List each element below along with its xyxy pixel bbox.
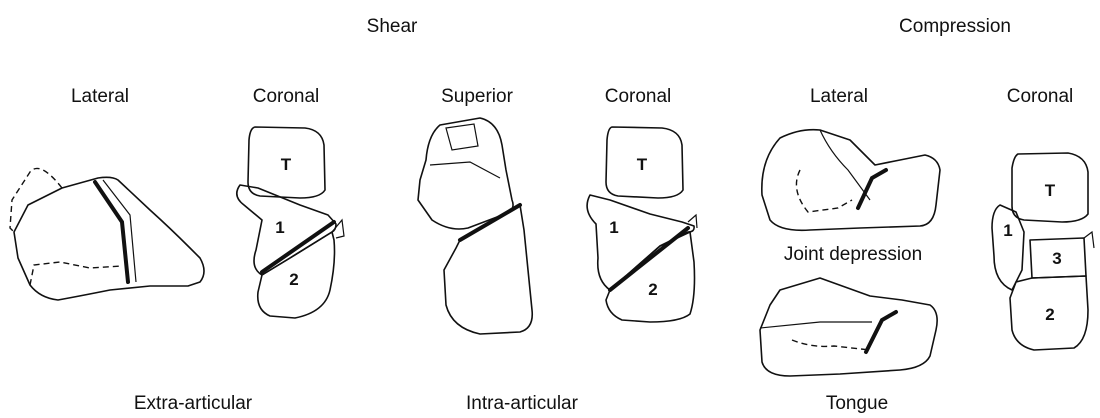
intra-fragment-1-label: 1 [609,218,618,237]
intra-coronal-label: Coronal [605,86,672,107]
shear-title: Shear [367,16,418,37]
extra-articular-coronal-figure: T 1 2 [237,127,344,318]
tongue-label: Tongue [826,393,888,414]
intra-articular-label: Intra-articular [466,393,579,414]
extra-lateral-label: Lateral [71,86,129,107]
extra-articular-label: Extra-articular [134,393,253,414]
compression-tongue-figure [760,278,937,376]
extra-articular-lateral-figure [10,168,204,300]
extra-talus-label: T [281,155,292,174]
comp-coronal-label: Coronal [1007,86,1074,107]
extra-coronal-label: Coronal [253,86,320,107]
extra-fragment-1-label: 1 [275,218,284,237]
intra-superior-label: Superior [441,86,513,107]
compression-coronal-figure: T 1 3 2 [992,153,1094,350]
intra-articular-coronal-figure: T 1 2 [587,127,697,322]
comp-fragment-2-label: 2 [1045,305,1054,324]
compression-joint-depression-figure [762,130,940,231]
comp-talus-label: T [1045,181,1056,200]
comp-lateral-label: Lateral [810,86,868,107]
intra-fragment-2-label: 2 [648,280,657,299]
intra-articular-superior-figure [418,118,532,334]
comp-fragment-3-label: 3 [1052,249,1061,268]
comp-fragment-1-label: 1 [1003,221,1012,240]
intra-talus-label: T [637,155,648,174]
extra-fragment-2-label: 2 [289,270,298,289]
compression-title: Compression [899,16,1011,37]
joint-depression-label: Joint depression [784,244,922,265]
